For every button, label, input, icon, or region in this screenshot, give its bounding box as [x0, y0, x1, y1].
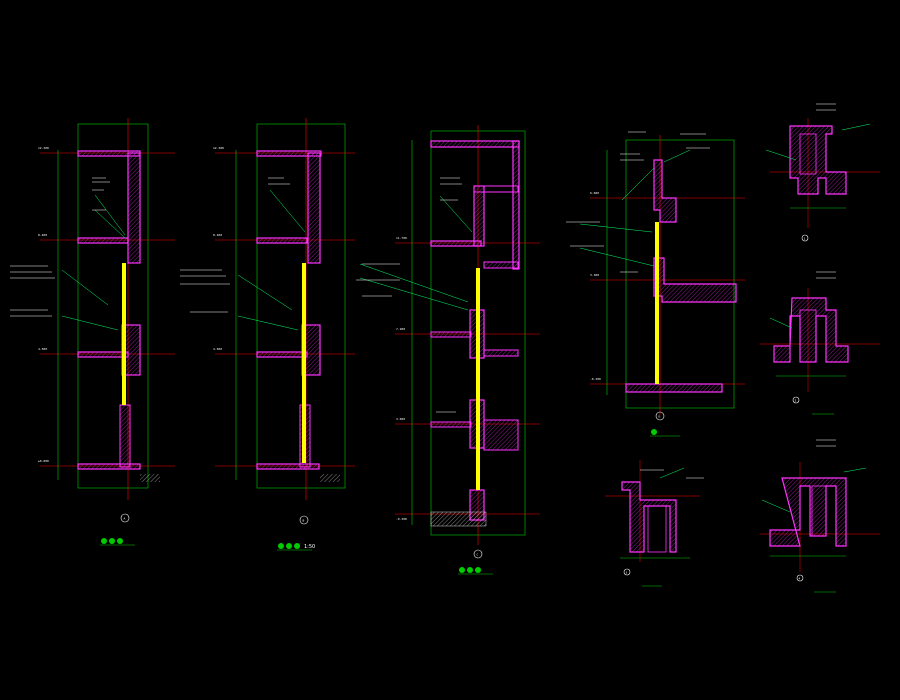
elevation-label: -0.300 — [590, 377, 601, 381]
elevation-label: 8.400 — [213, 233, 222, 237]
detail-bubble — [792, 396, 800, 404]
detail-bubble-label: 3 — [626, 571, 628, 575]
grid-bubble — [473, 549, 483, 559]
detail-bubble-label: 4 — [799, 577, 801, 581]
detail-bubble-label: 2 — [795, 399, 797, 403]
grid-bubble-label: A — [124, 517, 126, 521]
section-d: 6.600 3.300 -0.300 D — [579, 135, 745, 437]
elevation-label: 12.300 — [213, 146, 224, 150]
section-title-d — [650, 429, 680, 437]
detail-4: 4 — [760, 462, 880, 593]
grid-bubble-label: B — [303, 519, 305, 523]
scale-label: 1:50 — [304, 544, 315, 550]
grid-bubble-label: C — [477, 553, 479, 557]
elevation-label: 4.500 — [213, 347, 222, 351]
grid-bubble-label: D — [659, 415, 661, 419]
detail-bubble — [623, 568, 631, 576]
elevation-label: 8.400 — [38, 233, 47, 237]
grid-bubble — [120, 513, 130, 523]
section-title-a — [100, 538, 135, 546]
detail-bubble — [796, 574, 804, 582]
elevation-label: 12.300 — [38, 146, 49, 150]
elevation-label: ±0.000 — [38, 459, 49, 463]
section-b: 12.300 8.400 4.500 B 1:50 — [213, 118, 355, 551]
section-title-c — [458, 567, 493, 575]
annotation-notes — [10, 103, 836, 479]
section-a: 12.300 8.400 4.500 ±0.000 A — [38, 118, 175, 546]
detail-1: 1 — [765, 118, 880, 242]
section-title-b: 1:50 — [277, 543, 315, 551]
detail-3: 3 — [605, 460, 700, 587]
section-c: 11.700 7.200 3.600 -0.300 C — [359, 125, 540, 575]
detail-2: 2 — [760, 288, 880, 415]
grid-bubble — [655, 411, 665, 421]
detail-bubble-label: 1 — [804, 237, 806, 241]
detail-bubble — [801, 234, 809, 242]
grid-bubble — [299, 515, 309, 525]
elevation-label: 3.600 — [396, 417, 405, 421]
elevation-label: 11.700 — [396, 236, 407, 240]
elevation-label: 6.600 — [590, 191, 599, 195]
elevation-label: -0.300 — [396, 517, 407, 521]
elevation-label: 7.200 — [396, 327, 405, 331]
elevation-label: 3.300 — [590, 273, 599, 277]
elevation-label: 4.500 — [38, 347, 47, 351]
